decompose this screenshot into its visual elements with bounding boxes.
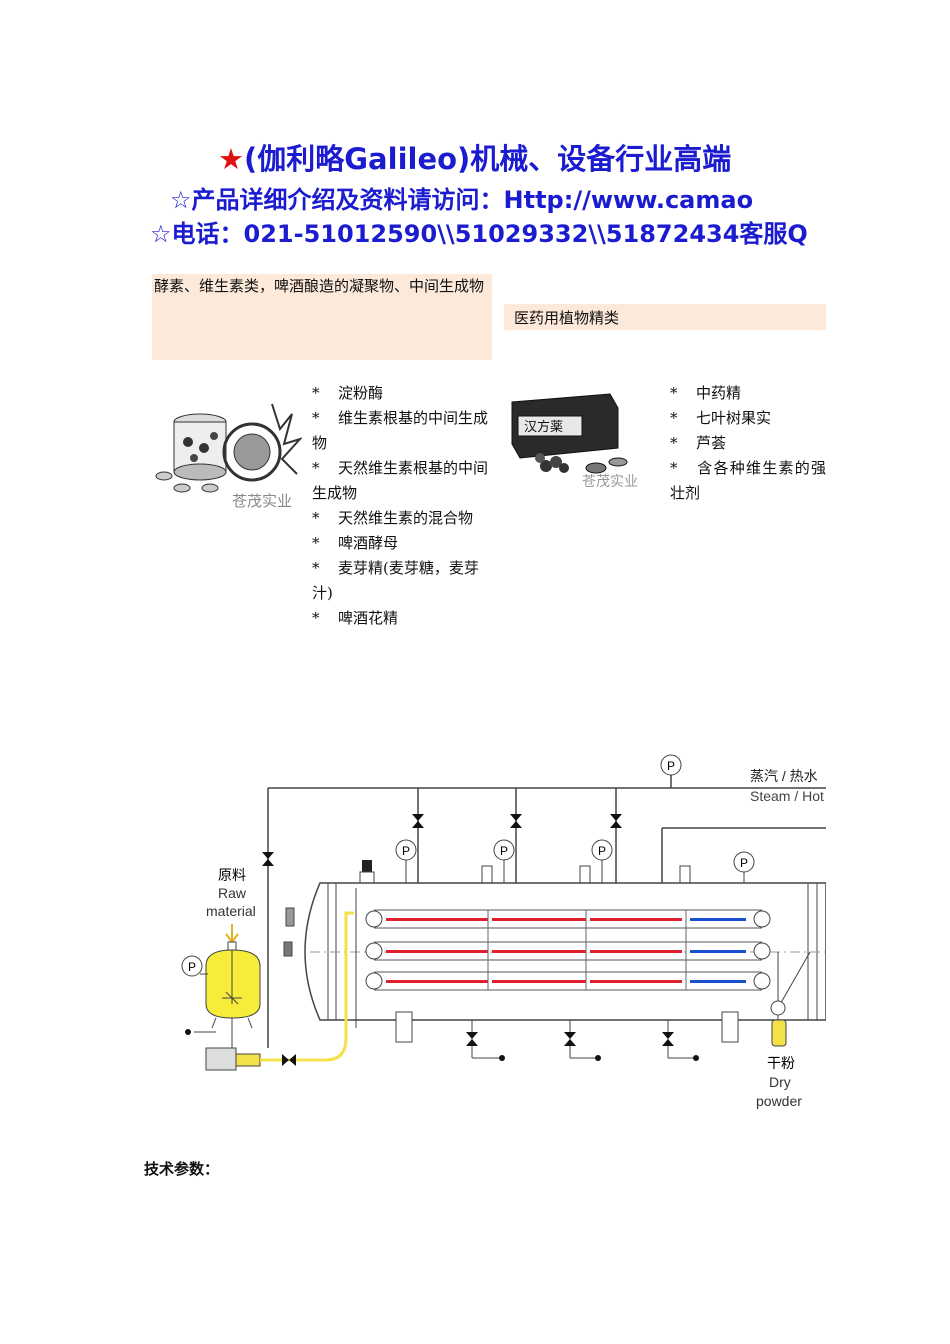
svg-text:P: P bbox=[740, 856, 748, 870]
right-item-list: *中药精 *七叶树果实 *芦荟 *含各种维生素的强壮剂 bbox=[670, 381, 826, 506]
list-item: *天然维生素的混合物 bbox=[312, 509, 474, 527]
banner-line-1: ★(伽利略Galileo)机械、设备行业高端 bbox=[218, 142, 732, 176]
star-icon: ★ bbox=[218, 142, 244, 176]
svg-text:P: P bbox=[188, 960, 196, 974]
powder-label-cn: 干粉 bbox=[767, 1055, 795, 1071]
steam-valves bbox=[412, 788, 622, 883]
left-image-watermark: 苍茂实业 bbox=[232, 492, 292, 510]
vitamin-jar-image: 苍茂实业 bbox=[152, 384, 304, 512]
banner-line-2: ☆产品详细介绍及资料请访问：Http://www.camao bbox=[170, 186, 754, 214]
powder-label-en-1: Dry bbox=[769, 1074, 791, 1090]
list-item: *中药精 bbox=[670, 384, 742, 402]
list-item: *芦荟 bbox=[670, 434, 727, 452]
steam-label-en: Steam / Hot bbox=[750, 788, 824, 804]
valve-icon bbox=[262, 852, 274, 866]
banner-line-3: ☆电话：021-51012590\\51029332\\51872434客服Q bbox=[150, 220, 808, 248]
raw-material-tank bbox=[205, 941, 261, 1029]
right-image-watermark: 苍茂实业 bbox=[582, 473, 638, 490]
pressure-gauge-2: P bbox=[493, 839, 515, 883]
svg-text:P: P bbox=[598, 844, 606, 858]
pressure-gauge-3: P bbox=[591, 839, 613, 883]
list-item: *七叶树果实 bbox=[670, 409, 772, 427]
svg-text:P: P bbox=[667, 759, 675, 773]
vacuum-belt-dryer-diagram: P 蒸汽 / 热水 Steam / Hot P P bbox=[150, 748, 827, 1118]
box-label: 汉方薬 bbox=[524, 419, 563, 435]
advertisement-banner: ★(伽利略Galileo)机械、设备行业高端 ☆产品详细介绍及资料请访问：Htt… bbox=[150, 128, 826, 248]
left-category-bar bbox=[152, 324, 492, 360]
list-item: *啤酒酵母 bbox=[312, 534, 399, 552]
svg-text:P: P bbox=[402, 844, 410, 858]
pressure-gauge-top: P bbox=[660, 754, 682, 776]
raw-label-en-2: material bbox=[206, 903, 256, 919]
left-category-title: 酵素、维生素类，啤酒酿造的凝聚物、中间生成物 bbox=[152, 274, 492, 324]
list-item: *麦芽精(麦芽糖，麦芽汁) bbox=[312, 559, 479, 602]
powder-label-en-2: powder bbox=[756, 1093, 802, 1109]
pressure-gauge-4: P bbox=[733, 851, 755, 883]
tech-params-heading: 技术参数： bbox=[144, 1160, 220, 1178]
list-item: *天然维生素根基的中间生成物 bbox=[312, 459, 489, 502]
svg-text:P: P bbox=[500, 844, 508, 858]
pressure-gauge-tank: P bbox=[181, 955, 208, 977]
feed-valve-icon bbox=[282, 1054, 296, 1066]
list-item: *啤酒花精 bbox=[312, 609, 399, 627]
steam-label-cn: 蒸汽 / 热水 bbox=[750, 768, 818, 784]
drain-valves bbox=[466, 1020, 699, 1061]
pressure-gauge-1: P bbox=[395, 839, 417, 883]
herbal-box-image: 汉方薬 苍茂实业 bbox=[506, 388, 646, 492]
right-category-title: 医药用植物精类 bbox=[504, 304, 826, 330]
list-item: *淀粉酶 bbox=[312, 384, 384, 402]
heating-plates bbox=[365, 909, 771, 991]
raw-label-en-1: Raw bbox=[218, 885, 247, 901]
list-item: *维生素根基的中间生成物 bbox=[312, 409, 489, 452]
raw-label-cn: 原料 bbox=[218, 867, 246, 883]
left-item-list: *淀粉酶 *维生素根基的中间生成物 *天然维生素根基的中间生成物 *天然维生素的… bbox=[312, 381, 490, 631]
list-item: *含各种维生素的强壮剂 bbox=[670, 459, 826, 502]
